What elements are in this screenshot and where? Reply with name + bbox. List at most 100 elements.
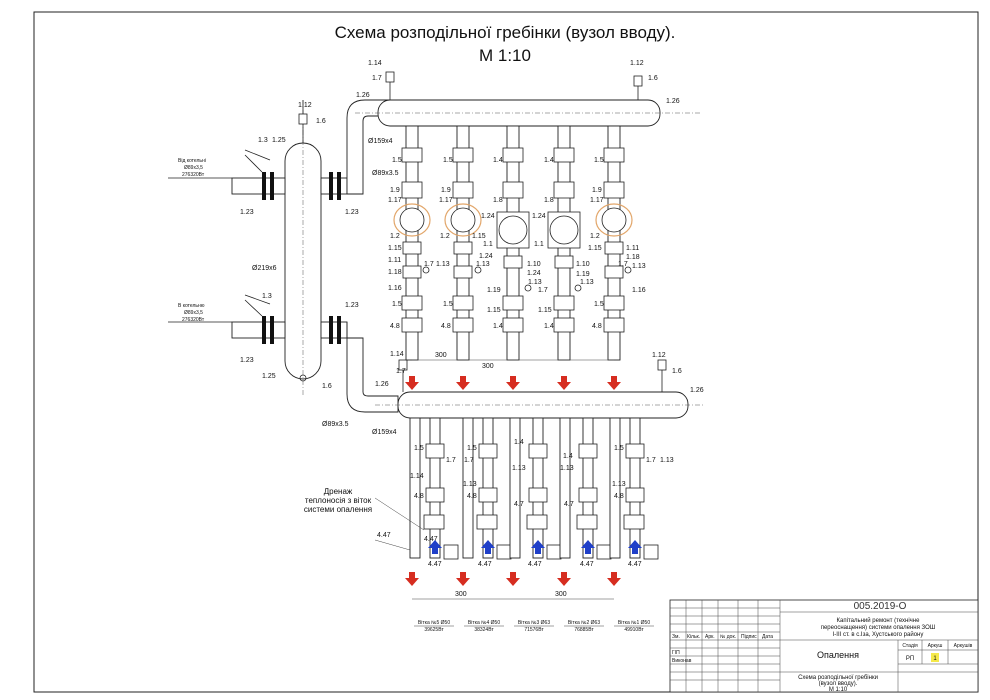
branch-caption: Вітка №2 Ø63 [568, 620, 600, 626]
svg-text:1.4: 1.4 [563, 453, 573, 460]
svg-text:1.13: 1.13 [463, 481, 477, 488]
return-flow-arrows [428, 540, 642, 554]
branch-power: 49910Вт [624, 627, 644, 633]
svg-text:1.7: 1.7 [372, 75, 382, 82]
svg-text:1.15: 1.15 [487, 307, 501, 314]
svg-text:В котельню: В котельню [178, 303, 205, 309]
drain-note: Дренаж теплоносія з віток системи опален… [304, 487, 642, 568]
svg-text:I-III ст. в с.Іза, Хустського: I-III ст. в с.Іза, Хустського району [833, 631, 924, 638]
svg-text:1.19: 1.19 [487, 287, 501, 294]
svg-text:1.8: 1.8 [493, 197, 503, 204]
svg-text:300: 300 [455, 591, 467, 598]
svg-text:4.8: 4.8 [390, 323, 400, 330]
separator-diameter: Ø219x6 [252, 265, 277, 272]
svg-text:4.47: 4.47 [628, 561, 642, 568]
svg-text:1.12: 1.12 [652, 352, 666, 359]
svg-text:1.25: 1.25 [262, 373, 276, 380]
svg-text:1.2: 1.2 [440, 233, 450, 240]
svg-text:1.2: 1.2 [590, 233, 600, 240]
svg-text:1.24: 1.24 [479, 253, 493, 260]
diagram-scale: М 1:10 [479, 46, 531, 65]
svg-text:1.10: 1.10 [527, 261, 541, 268]
gauge-markers: 1.7 1.13 1.13 1.13 1.13 1.7 [422, 261, 632, 292]
svg-text:1.24: 1.24 [527, 270, 541, 277]
svg-text:4.8: 4.8 [614, 493, 624, 500]
svg-text:1.17: 1.17 [439, 197, 453, 204]
svg-text:системи опалення: системи опалення [304, 505, 372, 514]
return-branch: 1.4 1.13 4.7 [509, 417, 562, 560]
svg-text:1.24: 1.24 [481, 213, 495, 220]
svg-text:4.8: 4.8 [592, 323, 602, 330]
return-branch: 1.5 1.7 1.13 4.8 [462, 417, 512, 560]
branch-power: 38324Вт [474, 627, 494, 633]
svg-text:1.11: 1.11 [626, 245, 639, 252]
svg-text:1.5: 1.5 [614, 445, 624, 452]
drawing-name: Схема розподільної гребінки [798, 675, 878, 681]
svg-text:4.7: 4.7 [514, 501, 524, 508]
svg-text:1.2: 1.2 [390, 233, 400, 240]
svg-text:1.13: 1.13 [560, 465, 574, 472]
svg-text:1.12: 1.12 [630, 60, 644, 67]
svg-text:1.15: 1.15 [472, 233, 486, 240]
svg-text:Виконав: Виконав [672, 658, 692, 664]
svg-text:1.15: 1.15 [538, 307, 552, 314]
svg-text:1.10: 1.10 [576, 261, 590, 268]
hydraulic-separator: 1.12 1.6 1.6 1.25 1.25 Ø219x6 [252, 100, 332, 395]
svg-text:1.6: 1.6 [322, 383, 332, 390]
svg-text:276320Вт: 276320Вт [182, 317, 205, 323]
svg-text:Ø89x3,5: Ø89x3,5 [184, 165, 203, 171]
svg-text:Підпис: Підпис [741, 634, 757, 640]
return-header-diameter: Ø159x4 [372, 429, 397, 436]
svg-text:1.13: 1.13 [660, 457, 674, 464]
svg-text:1.25: 1.25 [272, 137, 286, 144]
svg-text:1.16: 1.16 [632, 287, 646, 294]
svg-text:1.3: 1.3 [262, 293, 272, 300]
svg-text:1.26: 1.26 [666, 98, 680, 105]
supply-branch: 1.4 1.8 1.24 1.1 1.24 1.10 1.24 1.19 1.1… [479, 125, 541, 361]
svg-text:1.5: 1.5 [443, 301, 453, 308]
svg-text:1.15: 1.15 [588, 245, 602, 252]
svg-text:1.4: 1.4 [544, 323, 554, 330]
svg-text:1.7: 1.7 [424, 261, 434, 268]
return-connection-pipe: 1.23 Ø89x3.5 [320, 302, 399, 428]
svg-text:РП: РП [906, 656, 914, 662]
supply-branch: 1.5 1.9 1.17 1.2 1.15 1.11 1.18 1.16 1.5… [388, 125, 431, 361]
svg-text:1.26: 1.26 [690, 387, 704, 394]
supply-dimension: 300 300 [412, 352, 614, 370]
svg-text:4.7: 4.7 [564, 501, 574, 508]
svg-text:1.7: 1.7 [446, 457, 456, 464]
branch-caption: Вітка №5 Ø50 [418, 620, 450, 626]
svg-text:4.47: 4.47 [478, 561, 492, 568]
svg-text:М 1:10: М 1:10 [829, 687, 848, 693]
svg-text:1.7: 1.7 [464, 457, 474, 464]
drain-flow-arrows [405, 572, 621, 586]
svg-text:1.13: 1.13 [632, 263, 646, 270]
svg-text:1.9: 1.9 [592, 187, 602, 194]
svg-text:1.3: 1.3 [258, 137, 268, 144]
svg-text:1.7: 1.7 [646, 457, 656, 464]
svg-text:Аркушів: Аркушів [954, 643, 973, 649]
svg-text:1.24: 1.24 [532, 213, 546, 220]
svg-text:300: 300 [435, 352, 447, 359]
drawing-frame [33, 11, 979, 693]
svg-text:1.23: 1.23 [345, 302, 359, 309]
svg-text:1.1: 1.1 [534, 241, 544, 248]
svg-text:1.4: 1.4 [493, 157, 503, 164]
svg-text:1.6: 1.6 [648, 75, 658, 82]
svg-text:№ док.: № док. [720, 634, 736, 640]
diagram-title: Схема розподільної гребінки (вузол вводу… [335, 23, 676, 42]
svg-text:Зм.: Зм. [672, 634, 680, 640]
return-branch: 1.4 1.13 4.7 [559, 417, 612, 560]
svg-text:1.13: 1.13 [476, 261, 490, 268]
svg-text:4.47: 4.47 [424, 536, 438, 543]
svg-text:1.1: 1.1 [483, 241, 493, 248]
svg-text:1.23: 1.23 [345, 209, 359, 216]
boiler-supply-inlet: Від котельні Ø89x3,5 276320Вт 1.3 1.23 [168, 137, 286, 216]
svg-text:1.18: 1.18 [626, 254, 640, 261]
svg-text:1.11: 1.11 [388, 257, 401, 264]
svg-text:1.6: 1.6 [316, 118, 326, 125]
svg-text:Від котельні: Від котельні [178, 158, 206, 164]
svg-text:1.6: 1.6 [672, 368, 682, 375]
svg-text:1.18: 1.18 [388, 269, 402, 276]
svg-text:Стадія: Стадія [902, 643, 918, 649]
